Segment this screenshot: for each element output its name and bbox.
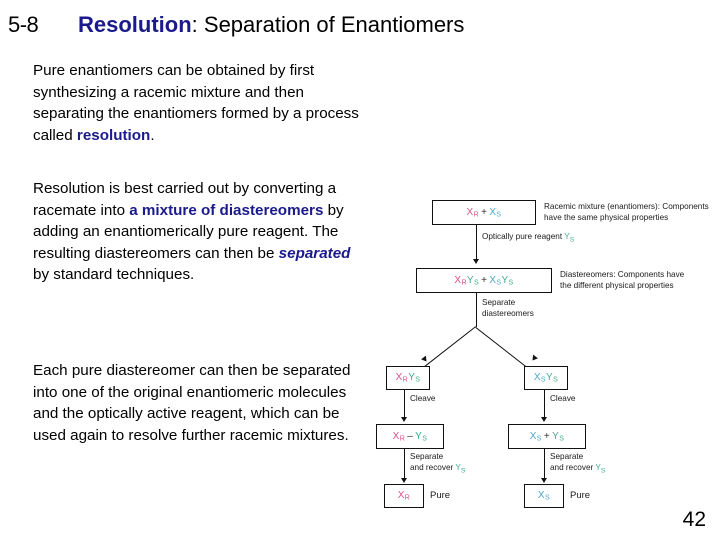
diagram-label-pure-left: Pure bbox=[430, 490, 451, 501]
diagram-arrow-cleave-left-line bbox=[404, 390, 405, 419]
diagram-node-diastereomer-mixture: XRYS+XSYS bbox=[416, 268, 552, 293]
slide-header: 5-8 Resolution: Separation of Enantiomer… bbox=[0, 10, 720, 44]
diagram-label-recover-left: Separate and recover YS bbox=[410, 452, 466, 475]
chem-cleaved-right: XS+YS bbox=[529, 430, 565, 443]
diagram-node-pure-left: XR bbox=[384, 484, 424, 508]
chem-pure-left: XR bbox=[397, 490, 411, 502]
diagram-node-cleaved-right: XS+YS bbox=[508, 424, 586, 449]
diagram-arrow-cleave-right-head bbox=[540, 417, 547, 422]
paragraph-1-text-b: . bbox=[150, 126, 155, 144]
paragraph-2-emphasis-2: separated bbox=[278, 244, 351, 262]
diagram-node-diastereomer-left: XRYS bbox=[386, 366, 430, 390]
chem-racemic: XR+XS bbox=[466, 206, 502, 219]
diagram-label-cleave-right: Cleave bbox=[550, 394, 576, 403]
paragraph-3: Each pure diastereomer can then be separ… bbox=[33, 362, 351, 444]
diagram-arrow-cleave-right-line bbox=[544, 390, 545, 419]
diagram-arrow-recover-left-head bbox=[400, 478, 407, 483]
diagram-label-recover-right: Separate and recover YS bbox=[550, 452, 606, 475]
chem-cleaved-left: XR–YS bbox=[392, 430, 428, 443]
diagram-arrow-cleave-left-head bbox=[400, 417, 407, 422]
chem-pure-right: XS bbox=[537, 490, 551, 502]
chem-dia-right: XSYS bbox=[533, 372, 559, 384]
diagram-arrow-recover-left-line bbox=[404, 449, 405, 480]
chem-dia-left: XRYS bbox=[395, 372, 421, 384]
diagram-label-pure-right: Pure bbox=[570, 490, 591, 501]
diagram-split-stem bbox=[476, 293, 477, 327]
diagram-node-racemic-mixture: XR+XS bbox=[432, 200, 536, 225]
diagram-node-cleaved-left: XR–YS bbox=[376, 424, 444, 449]
diagram-node-pure-right: XS bbox=[524, 484, 564, 508]
paragraph-2-text-c: by standard techniques. bbox=[33, 266, 195, 283]
diagram-arrow-reagent-head bbox=[472, 259, 479, 264]
diagram-arrow-reagent-line bbox=[476, 225, 477, 261]
page-number: 42 bbox=[682, 508, 706, 531]
diagram-node-diastereomer-right: XSYS bbox=[524, 366, 568, 390]
chem-diastereomers: XRYS+XSYS bbox=[454, 274, 514, 287]
paragraph-2-text-b: by adding an enantiomerically pure reage… bbox=[33, 201, 344, 262]
resolution-flow-diagram: XR+XS Racemic mixture (enantiomers): Com… bbox=[372, 192, 720, 520]
slide-number: 5-8 bbox=[8, 12, 39, 37]
diagram-note-racemic: Racemic mixture (enantiomers): Component… bbox=[544, 202, 709, 222]
diagram-split-arm-right-head bbox=[530, 354, 538, 363]
diagram-label-separate-diastereomers: Separate diastereomers bbox=[482, 298, 534, 318]
paragraph-1-text-a: Pure enantiomers can be obtained by firs… bbox=[33, 62, 359, 144]
diagram-label-cleave-left: Cleave bbox=[410, 394, 436, 403]
diagram-label-optically-pure-reagent: Optically pure reagent YS bbox=[482, 232, 575, 244]
page-title-rest: : Separation of Enantiomers bbox=[191, 12, 465, 37]
paragraph-1: Pure enantiomers can be obtained by firs… bbox=[33, 60, 365, 146]
diagram-arrow-recover-right-line bbox=[544, 449, 545, 480]
diagram-note-diastereomers: Diastereomers: Components have the diffe… bbox=[560, 270, 685, 290]
paragraph-2-emphasis-1: a mixture of diastereomers bbox=[129, 201, 324, 219]
page-title-keyword: Resolution bbox=[78, 12, 192, 37]
paragraph-2: Resolution is best carried out by conver… bbox=[33, 178, 351, 286]
diagram-split-arm-left bbox=[419, 326, 476, 371]
page-title: Resolution: Separation of Enantiomers bbox=[78, 12, 464, 38]
diagram-arrow-recover-right-head bbox=[540, 478, 547, 483]
paragraph-1-emphasis: resolution bbox=[76, 126, 151, 144]
paragraph-2-text-a: Resolution is best carried out by conver… bbox=[33, 180, 337, 219]
